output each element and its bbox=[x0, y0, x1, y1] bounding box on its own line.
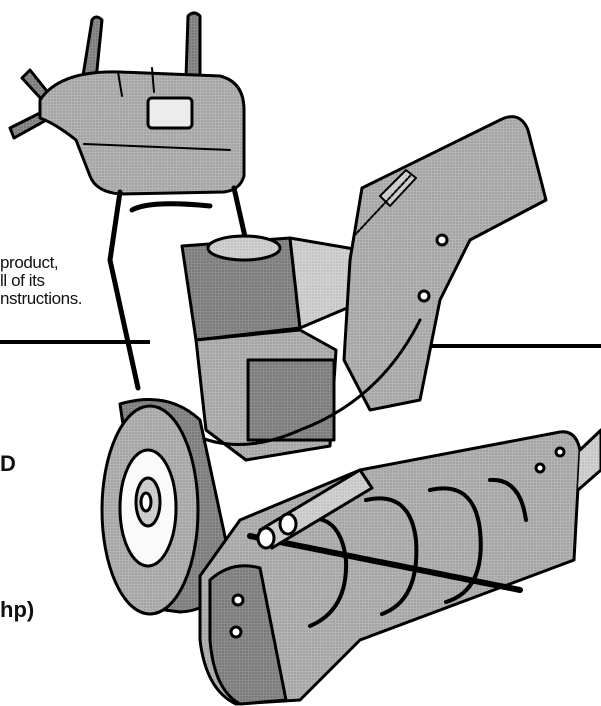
horizontal-rule-left bbox=[0, 340, 150, 344]
engine bbox=[180, 234, 368, 462]
text-line-all-of-its: ll of its bbox=[0, 271, 45, 290]
right-handle-grip bbox=[184, 11, 202, 80]
auger-blades bbox=[247, 477, 528, 628]
heading-fragment: D bbox=[0, 451, 16, 476]
wheel bbox=[100, 398, 232, 616]
horsepower-fragment: hp) bbox=[0, 597, 35, 622]
skid-shoe bbox=[229, 446, 566, 639]
left-handle-grip bbox=[80, 15, 104, 84]
control-panel bbox=[38, 67, 246, 196]
text-line-instructions: nstructions. bbox=[0, 289, 83, 308]
auger-housing bbox=[198, 428, 601, 706]
discharge-chute bbox=[342, 115, 548, 412]
display-window bbox=[146, 96, 194, 130]
horizontal-rule-right bbox=[430, 344, 601, 348]
impeller-tube bbox=[256, 468, 374, 550]
text-line-product: product, bbox=[0, 253, 59, 272]
